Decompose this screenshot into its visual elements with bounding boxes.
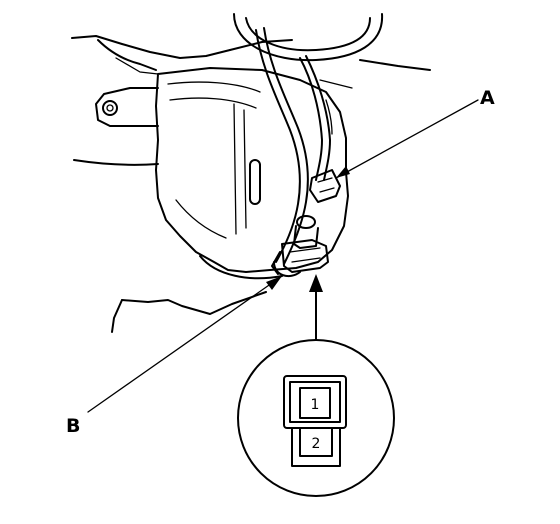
lower-body-outline <box>111 291 267 333</box>
wire-harness <box>255 27 333 265</box>
callout-label-b: B <box>66 415 80 437</box>
inset-pointer-arrow <box>309 274 323 341</box>
callout-label-a: A <box>480 87 495 109</box>
hood-edge-lines <box>319 59 431 89</box>
reservoir-filler-neck <box>233 13 384 62</box>
washer-pump-connector-b <box>271 215 329 278</box>
leader-line-b <box>87 275 283 413</box>
terminal-1-label: 1 <box>311 397 320 413</box>
terminal-2-label: 2 <box>312 436 321 452</box>
leader-line-a <box>335 99 479 179</box>
engine-bay-outline <box>71 35 293 166</box>
washer-reservoir-tank <box>95 67 349 280</box>
connector-detail-inset: 1 2 <box>237 339 395 497</box>
connector-a <box>309 169 341 203</box>
